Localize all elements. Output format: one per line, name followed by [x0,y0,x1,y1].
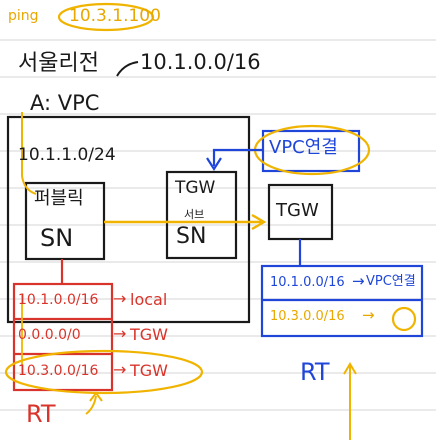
region-name: 서울리전 [18,51,99,76]
ping-highlight [57,2,155,32]
rt-tgw-row2-arrow: → [362,306,375,324]
rt-a-table [12,282,114,392]
rt-a-label: RT [26,400,56,428]
region-cidr: 10.1.0.0/16 [140,50,261,74]
vpc-connect-label: VPC연결 [269,137,338,158]
rt-a-row2-target: TGW [130,325,168,344]
private-subnet-line2: SN [40,224,74,252]
rt-a-row1-dest: 10.1.0.0/16 [18,292,99,308]
rt-a-row3-highlight [4,349,204,395]
private-subnet-line1: 퍼블릭 [34,188,84,209]
vpc-connect-box [261,129,361,173]
tgw-subnet-box [165,170,238,260]
rt-tgw-row1-arrow: → [352,272,365,290]
tgw-subnet-line3: SN [176,224,207,249]
ping-label: ping [8,8,39,24]
rt-a-row3-arrow: → [113,360,127,379]
rt-a-row2-dest: 0.0.0.0/0 [18,327,81,343]
ping-address: 10.3.1.100 [69,6,161,26]
rt-tgw-row1-target: VPC연결 [366,274,416,289]
tgw-subnet-line1: TGW [175,178,216,198]
rt-tgw-row2-dest: 10.3.0.0/16 [270,309,345,324]
region-connector [116,61,139,77]
tgw-subnet-line2: 서브 [184,208,205,221]
rt-a-row1-target: local [130,290,168,309]
rt-tgw-target-circle [391,306,417,332]
subnet-cidr: 10.1.1.0/24 [18,145,116,165]
vpc-a-label: A: VPC [30,91,100,115]
vpc-a-box [6,115,251,324]
rt-a-arrow [85,395,97,415]
vpc-connect-arrow [212,148,262,166]
orange-path-vpc [21,112,37,195]
rt-tgw-row1-dest: 10.1.0.0/16 [270,275,345,290]
rt-a-row2-arrow: → [113,324,127,343]
rt-tgw-table [260,264,424,338]
tgw-label: TGW [276,200,319,221]
rt-tgw-label: RT [300,358,330,386]
rt-a-row3-target: TGW [130,361,168,380]
rt-a-row3-dest: 10.3.0.0/16 [18,363,99,379]
rt-a-row1-arrow: → [113,289,127,308]
